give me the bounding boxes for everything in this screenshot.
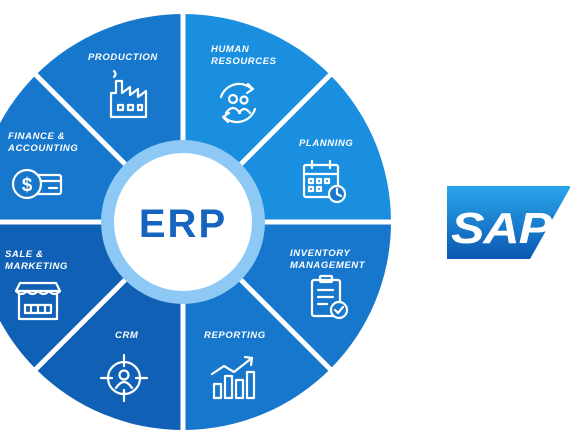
segment-label: REPORTING [204, 330, 266, 341]
segment-label: INVENTORY [290, 248, 352, 259]
segment-label: CRM [115, 330, 139, 341]
factory-icon [109, 69, 148, 119]
center-label: ERP [139, 202, 227, 246]
storefront-icon [14, 281, 62, 321]
svg-text:$: $ [22, 175, 33, 196]
sap-logo-badge [447, 186, 570, 259]
sap-logo: SAP [447, 186, 570, 259]
segment-label: MANAGEMENT [290, 260, 366, 271]
money-card-icon: $ [11, 168, 63, 200]
segment-label: PLANNING [299, 138, 353, 149]
customer-target-icon [99, 353, 149, 403]
clipboard-check-icon [310, 274, 349, 320]
calendar-clock-icon [302, 159, 347, 204]
segment-label: HUMAN [211, 44, 250, 55]
bar-chart-trend-icon [210, 355, 256, 400]
people-cycle-icon [219, 82, 257, 124]
segment-label: FINANCE & [8, 131, 65, 142]
segment-label: ACCOUNTING [7, 143, 78, 154]
segment-label: MARKETING [5, 261, 68, 272]
center-circle [114, 153, 252, 291]
segment-label: PRODUCTION [88, 52, 158, 63]
segment-icons: $ [11, 69, 349, 403]
segment-label: SALE & [5, 249, 43, 260]
sap-logo-text: SAP [451, 204, 553, 253]
segment-label: RESOURCES [211, 56, 277, 67]
